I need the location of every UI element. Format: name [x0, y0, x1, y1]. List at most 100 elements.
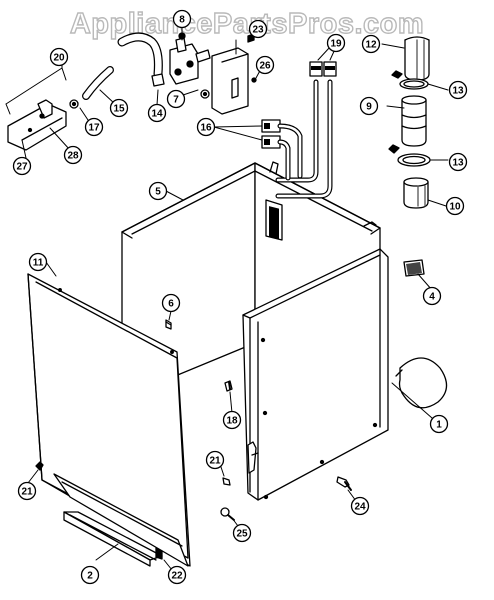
callout-c1: 1	[429, 414, 449, 434]
callout-label: 14	[151, 109, 163, 120]
callout-c9: 9	[359, 96, 379, 116]
callout-circle	[326, 33, 346, 53]
callout-c18: 18	[222, 410, 242, 430]
toe-kick-part	[63, 511, 163, 567]
callout-label: 12	[365, 40, 377, 51]
callout-label: 20	[53, 53, 65, 64]
callout-label: 27	[16, 162, 28, 173]
callout-label: 1	[436, 420, 442, 431]
callout-label: 22	[171, 571, 183, 582]
cabinet-right-panel	[242, 248, 389, 501]
callout-label: 21	[209, 456, 221, 467]
callout-label: 4	[429, 292, 435, 303]
callout-c12: 12	[361, 34, 381, 54]
callout-circle	[84, 117, 104, 137]
callout-label: 13	[452, 158, 464, 169]
callout-circle	[167, 565, 187, 585]
leader-lines	[5, 26, 449, 576]
callout-c19: 19	[326, 33, 346, 53]
callout-circle	[63, 145, 83, 165]
fill-hoses	[261, 61, 337, 199]
callout-circle	[448, 152, 468, 172]
callout-c16: 16	[196, 117, 216, 137]
callout-c13b: 13	[448, 152, 468, 172]
screw-part-6	[165, 319, 172, 330]
tube-part-14	[117, 32, 165, 87]
water-valve-part	[169, 32, 211, 85]
screw-part-21b	[222, 477, 231, 486]
callout-circle	[429, 414, 449, 434]
front-panel-part	[27, 273, 191, 567]
callout-c2: 2	[80, 565, 100, 585]
callout-circle	[172, 9, 192, 29]
callout-label: 26	[259, 61, 271, 72]
callout-circle	[28, 252, 48, 272]
callout-c17: 17	[84, 117, 104, 137]
callout-circle	[445, 196, 465, 216]
callout-circle	[205, 450, 225, 470]
callout-circle	[255, 55, 275, 75]
callout-c14: 14	[147, 103, 167, 123]
pad-part-4	[403, 259, 425, 277]
callout-circle	[359, 96, 379, 116]
callout-label: 21	[21, 487, 33, 498]
callout-c28: 28	[63, 145, 83, 165]
callout-c26: 26	[255, 55, 275, 75]
callout-label: 9	[366, 102, 372, 113]
callout-label: 17	[88, 123, 100, 134]
callout-circle	[232, 523, 252, 543]
callout-c23: 23	[248, 19, 268, 39]
callout-label: 16	[200, 123, 212, 134]
callout-c25: 25	[232, 523, 252, 543]
callout-label: 10	[449, 202, 461, 213]
callout-label: 5	[155, 187, 161, 198]
callout-c27: 27	[12, 156, 32, 176]
callout-circle	[248, 19, 268, 39]
callout-c24: 24	[350, 496, 370, 516]
callout-circle	[80, 565, 100, 585]
callout-circle	[222, 410, 242, 430]
callout-circle	[161, 293, 181, 313]
callout-label: 11	[33, 258, 44, 269]
callout-label: 15	[113, 104, 125, 115]
callout-c21b: 21	[205, 450, 225, 470]
callout-circle	[148, 181, 168, 201]
callout-c8: 8	[172, 9, 192, 29]
callout-circle	[196, 117, 216, 137]
callout-circle	[17, 481, 37, 501]
callout-label: 19	[330, 39, 342, 50]
screw-part-21a	[35, 461, 44, 471]
screw-part-24	[336, 476, 352, 491]
callout-c11: 11	[28, 252, 48, 272]
cover-part-1	[395, 357, 448, 409]
callout-c22: 22	[167, 565, 187, 585]
callout-circle	[49, 47, 69, 67]
callout-label: 23	[252, 25, 264, 36]
callout-circle	[109, 98, 129, 118]
callout-c4: 4	[422, 286, 442, 306]
callout-c7: 7	[166, 89, 186, 109]
callout-circle	[350, 496, 370, 516]
hose-part-15	[82, 66, 114, 100]
dispenser-part	[7, 99, 67, 151]
callout-label: 25	[236, 529, 248, 540]
callout-circle	[166, 89, 186, 109]
callout-group: 1245678910111213131415161718192021212223…	[12, 9, 468, 585]
callout-label: 8	[179, 15, 185, 26]
callout-circle	[448, 80, 468, 100]
clip-part-18	[224, 380, 233, 392]
callout-c5: 5	[148, 181, 168, 201]
valve-bracket-part	[211, 39, 249, 115]
callout-label: 6	[168, 299, 174, 310]
callout-circle	[422, 286, 442, 306]
callout-c21a: 21	[17, 481, 37, 501]
callout-c15: 15	[109, 98, 129, 118]
callout-label: 28	[67, 151, 79, 162]
callout-c13a: 13	[448, 80, 468, 100]
callout-label: 7	[173, 95, 179, 106]
callout-c20: 20	[49, 47, 69, 67]
callout-circle	[147, 103, 167, 123]
callout-c6: 6	[161, 293, 181, 313]
